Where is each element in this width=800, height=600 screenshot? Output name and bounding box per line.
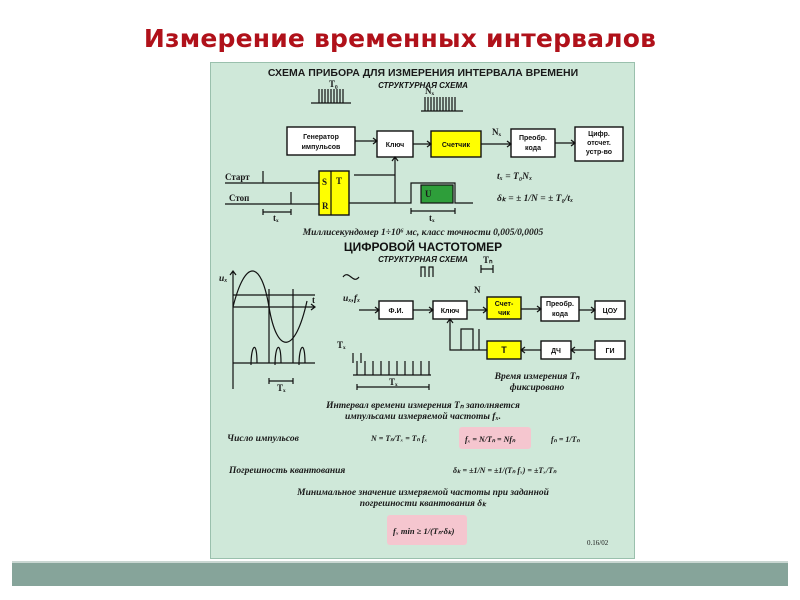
label-u: U bbox=[425, 189, 432, 199]
sub-heading-1: СТРУКТУРНАЯ СХЕМА bbox=[378, 81, 468, 90]
converter-block-2 bbox=[540, 296, 580, 322]
pulse-train-1 bbox=[311, 89, 351, 104]
footer-divider bbox=[12, 561, 788, 563]
label-tx-a: Tₓ bbox=[277, 383, 286, 393]
converter-label-2: кода bbox=[525, 145, 541, 152]
note-4-line-2: погрешности квантования δₖ bbox=[360, 499, 487, 509]
counter2-label-1: Счет- bbox=[495, 301, 514, 308]
pulse-train-3 bbox=[352, 353, 431, 390]
label-ufx: uₓ,fₓ bbox=[343, 294, 360, 304]
pulses-label: Число импульсов bbox=[227, 434, 300, 444]
quant-formula: δₖ = ±1/N = ±1/(Tₙ fₓ) = ±Tₓ/Tₙ bbox=[453, 466, 557, 475]
converter-block bbox=[510, 128, 556, 158]
label-ux: uₓ bbox=[219, 274, 228, 284]
conv2-label-2: кода bbox=[552, 311, 568, 318]
note-3-line-1: Интервал времени измерения Tₙ заполняетс… bbox=[325, 401, 520, 411]
formula-highlight-1 bbox=[459, 427, 531, 449]
label-t0: Т₀ bbox=[329, 79, 338, 89]
counter2-label-2: чик bbox=[498, 310, 510, 317]
cou-label: ЦОУ bbox=[603, 308, 618, 315]
trigger-s: S bbox=[322, 177, 327, 187]
converter-label-1: Преобр. bbox=[519, 134, 547, 142]
label-tx1: tₓ bbox=[273, 213, 279, 223]
note-1: Миллисекундомер 1÷10⁶ мс, класс точности… bbox=[302, 227, 544, 238]
formula-2: δₖ = ± 1/N = ± T₀/tₓ bbox=[497, 194, 573, 204]
quant-label: Погрешность квантования bbox=[228, 466, 345, 476]
generator-label-1: Генератор bbox=[303, 134, 339, 141]
pink-formula-1: fₓ = N/Tₙ = Nfₙ bbox=[465, 435, 516, 444]
t2-label: Т bbox=[501, 345, 507, 355]
note-2-line-1: Время измерения Tₙ bbox=[494, 372, 581, 382]
footer-bar bbox=[12, 563, 788, 586]
gi-label: ГИ bbox=[606, 348, 615, 355]
gate-pulse bbox=[349, 182, 473, 214]
counter-label: Счетчик bbox=[442, 142, 471, 149]
heading-1: СХЕМА ПРИБОРА ДЛЯ ИЗМЕРЕНИЯ ИНТЕРВАЛА ВР… bbox=[268, 67, 578, 79]
pulse-train-2 bbox=[421, 97, 463, 112]
scheme-figure: СХЕМА ПРИБОРА ДЛЯ ИЗМЕРЕНИЯ ИНТЕРВАЛА ВР… bbox=[210, 62, 635, 559]
label-stop: Стоп bbox=[229, 193, 249, 203]
slide-title: Измерение временных интервалов bbox=[143, 24, 657, 53]
heading-2: ЦИФРОВОЙ ЧАСТОТОМЕР bbox=[344, 239, 502, 254]
display-label-3: устр-во bbox=[586, 149, 612, 156]
note-3-line-2: импульсами измеряемой частоты fₓ. bbox=[345, 411, 501, 422]
label-start: Старт bbox=[225, 172, 250, 182]
scheme-diagram: СХЕМА ПРИБОРА ДЛЯ ИЗМЕРЕНИЯ ИНТЕРВАЛА ВР… bbox=[219, 67, 626, 547]
label-tx-c: Tₓ bbox=[389, 377, 398, 387]
sub-heading-2: СТРУКТУРНАЯ СХЕМА bbox=[378, 255, 468, 264]
start-stop-timing bbox=[225, 171, 319, 215]
label-n: N bbox=[474, 285, 481, 295]
display-label-2: отсчет. bbox=[587, 140, 611, 147]
pink-formula-2: fₓ min ≥ 1/(Tₙ·δₖ) bbox=[393, 526, 455, 536]
generator-label-2: импульсов bbox=[302, 144, 341, 151]
trigger-r: R bbox=[322, 201, 329, 211]
label-t-axis: t bbox=[312, 295, 315, 305]
formula-1: tₓ = Т₀Nₓ bbox=[497, 172, 532, 182]
note-4-line-1: Минимальное значение измеряемой частоты … bbox=[296, 487, 549, 498]
key-label-2: Ключ bbox=[441, 308, 460, 315]
trigger-block bbox=[318, 170, 350, 216]
fn-formula: fₙ = 1/Tₙ bbox=[551, 435, 581, 444]
trigger-t: Т bbox=[336, 176, 342, 186]
label-tx2: tₓ bbox=[429, 213, 435, 223]
conv2-label-1: Преобр. bbox=[546, 300, 574, 308]
dch-label: ДЧ bbox=[551, 348, 561, 355]
formula-highlight-2 bbox=[387, 515, 467, 545]
arrows-row-2 bbox=[359, 305, 596, 354]
sine-graph bbox=[229, 270, 316, 389]
display-label-1: Цифр. bbox=[588, 131, 610, 138]
input-signal-icon bbox=[342, 265, 494, 280]
page-number: 0.16/02 bbox=[587, 539, 609, 547]
counter-block-2 bbox=[486, 296, 522, 320]
display-block bbox=[574, 126, 624, 162]
label-nx: Nₓ bbox=[425, 86, 434, 96]
label-tx-b: Tₓ bbox=[337, 340, 346, 350]
arrows-row-1 bbox=[354, 137, 576, 203]
label-nx2: Nₓ bbox=[492, 127, 501, 137]
key-label: Ключ bbox=[386, 142, 405, 149]
pulses-formula: N = Tₙ/Tₓ = Tₙ fₓ bbox=[370, 434, 428, 443]
fi-label: Ф.И. bbox=[389, 308, 404, 315]
note-2-line-2: фиксировано bbox=[510, 382, 565, 393]
label-tn: Тₙ bbox=[483, 255, 493, 265]
